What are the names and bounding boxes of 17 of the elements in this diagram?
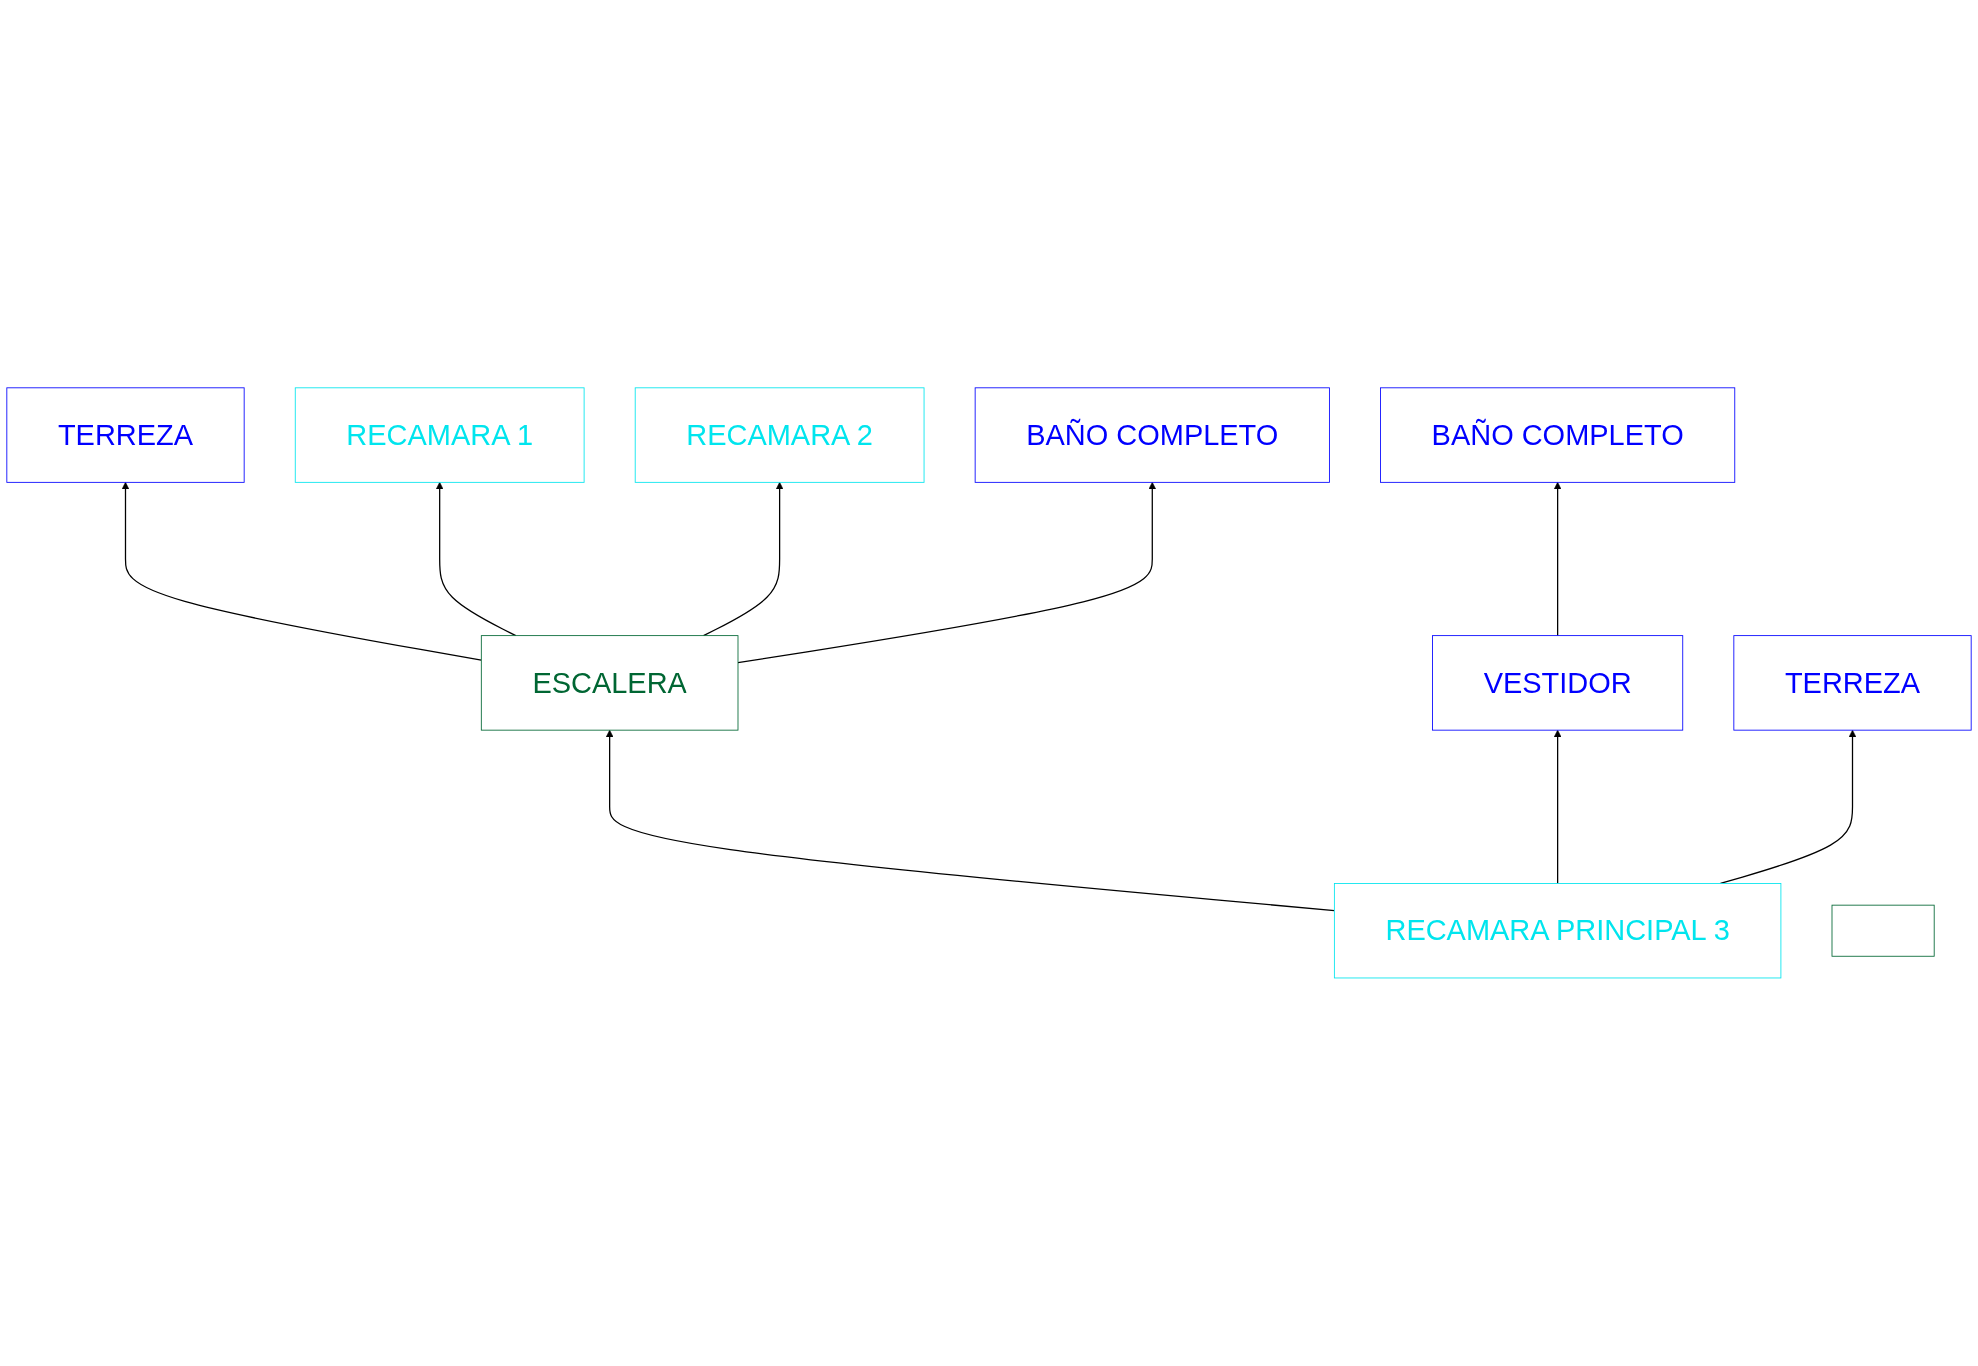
- node-box: [1831, 904, 1935, 957]
- node-box: RECAMARA 2: [634, 387, 925, 483]
- arrow: [702, 482, 784, 637]
- node-box: BAÑO COMPLETO: [974, 387, 1330, 483]
- arrow: [1553, 482, 1562, 637]
- node-box: TERREZA: [6, 387, 245, 483]
- arrow: [1553, 729, 1562, 885]
- arrow: [605, 729, 1336, 912]
- arrow: [737, 482, 1157, 664]
- node-box: RECAMARA 1: [294, 387, 585, 483]
- node-box: BAÑO COMPLETO: [1380, 387, 1736, 483]
- arrow: [435, 482, 517, 637]
- node-box: ESCALERA: [480, 635, 739, 731]
- node-box: TERREZA: [1733, 635, 1972, 731]
- node-box: VESTIDOR: [1432, 635, 1684, 731]
- node-box: RECAMARA PRINCIPAL 3: [1333, 883, 1782, 979]
- arrow: [121, 482, 482, 661]
